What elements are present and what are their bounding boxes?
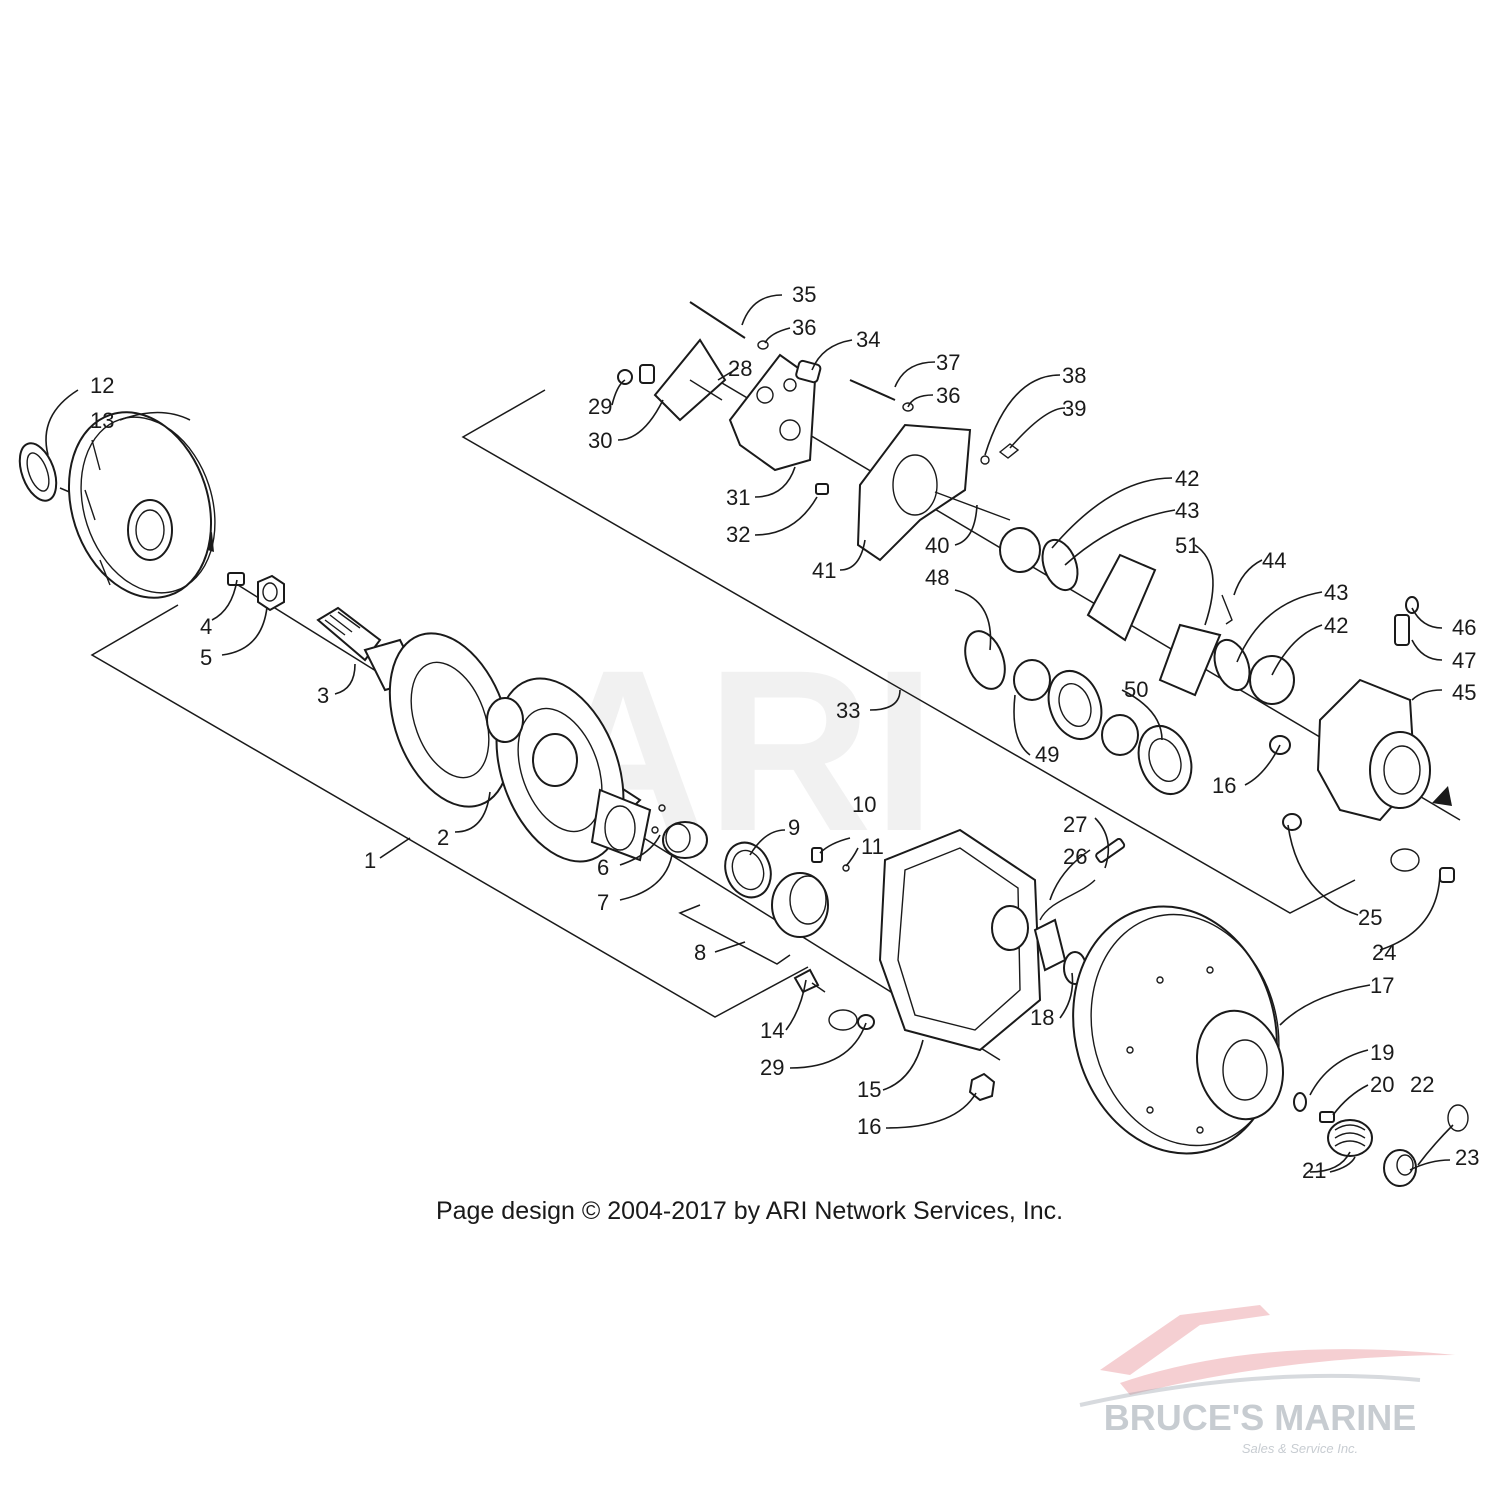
callout-48: 48 <box>925 565 949 590</box>
callout-33: 33 <box>836 698 860 723</box>
callout-5: 5 <box>200 645 212 670</box>
callout-51: 51 <box>1175 533 1199 558</box>
callout-23: 23 <box>1455 1145 1479 1170</box>
caliper-bracket-parts-28-37 <box>617 301 914 495</box>
callout-35: 35 <box>792 282 816 307</box>
callout-36-lower: 36 <box>936 383 960 408</box>
callout-19: 19 <box>1370 1040 1394 1065</box>
callout-27: 27 <box>1063 812 1087 837</box>
bearing-housing-part-45 <box>1269 596 1455 883</box>
callout-1: 1 <box>364 848 376 873</box>
callout-9: 9 <box>788 815 800 840</box>
callout-16-lower: 16 <box>857 1114 881 1139</box>
callout-30: 30 <box>588 428 612 453</box>
callout-7: 7 <box>597 890 609 915</box>
callout-42-upper: 42 <box>1175 466 1199 491</box>
callout-44: 44 <box>1262 548 1286 573</box>
lock-ring-part-12 <box>18 442 58 502</box>
callout-39: 39 <box>1062 396 1086 421</box>
callout-41: 41 <box>812 558 836 583</box>
callout-2: 2 <box>437 825 449 850</box>
callout-16-upper: 16 <box>1212 773 1236 798</box>
bolt-and-nut-parts-4-5 <box>227 572 285 612</box>
driven-pulley-part-13 <box>67 411 216 599</box>
callout-22: 22 <box>1410 1072 1434 1097</box>
callout-43-lower: 43 <box>1324 580 1348 605</box>
callout-leaders <box>45 294 1454 1173</box>
brake-caliper-part-41 <box>856 423 1020 562</box>
drive-sprockets-part-2 <box>388 632 652 863</box>
balls-and-bearing-parts-6-7 <box>651 804 708 859</box>
callout-labels: 12 13 4 5 3 2 1 6 7 8 9 10 11 14 29 15 1… <box>90 282 1479 1183</box>
callout-13: 13 <box>90 408 114 433</box>
callout-45: 45 <box>1452 680 1476 705</box>
callout-37: 37 <box>936 350 960 375</box>
callout-6: 6 <box>597 855 609 880</box>
callout-38: 38 <box>1062 363 1086 388</box>
callout-31: 31 <box>726 485 750 510</box>
callout-11: 11 <box>861 834 884 859</box>
callout-12: 12 <box>90 373 114 398</box>
brake-disc-part-17 <box>1072 905 1284 1155</box>
callout-20: 20 <box>1370 1072 1394 1097</box>
callout-34: 34 <box>856 327 880 352</box>
callout-43-upper: 43 <box>1175 498 1199 523</box>
callout-15: 15 <box>857 1077 881 1102</box>
callout-32: 32 <box>726 522 750 547</box>
fasteners-parts-14-16-18-29 <box>793 951 1087 1102</box>
speed-sensor-parts-26-27 <box>1039 837 1126 921</box>
callout-42-lower: 42 <box>1324 613 1348 638</box>
callout-47: 47 <box>1452 648 1476 673</box>
callout-25: 25 <box>1358 905 1382 930</box>
callout-49: 49 <box>1035 742 1059 767</box>
brand-tagline: Sales & Service Inc. <box>1242 1441 1358 1456</box>
callout-3: 3 <box>317 683 329 708</box>
callout-36-upper: 36 <box>792 315 816 340</box>
callout-26: 26 <box>1063 844 1087 869</box>
callout-18: 18 <box>1030 1005 1054 1030</box>
callout-28: 28 <box>728 356 752 381</box>
callout-24: 24 <box>1372 940 1396 965</box>
arrow-marker-right <box>1432 786 1452 806</box>
copyright-notice: Page design © 2004-2017 by ARI Network S… <box>435 1197 1064 1225</box>
callout-29-lower: 29 <box>760 1055 784 1080</box>
callout-17: 17 <box>1370 973 1394 998</box>
callout-14: 14 <box>760 1018 784 1043</box>
callout-46: 46 <box>1452 615 1476 640</box>
brake-pads-seals-parts-42-51 <box>964 527 1295 795</box>
spring-cap-parts-19-23 <box>1293 1092 1469 1187</box>
callout-8: 8 <box>694 940 706 965</box>
callout-10: 10 <box>852 792 876 817</box>
callout-29-upper: 29 <box>588 394 612 419</box>
callout-21: 21 <box>1302 1158 1326 1183</box>
brand-logo: BRUCE'S MARINE Sales & Service Inc. <box>1079 1305 1455 1456</box>
callout-4: 4 <box>200 614 212 639</box>
brand-name: BRUCE'S MARINE <box>1104 1397 1417 1438</box>
callout-40: 40 <box>925 533 949 558</box>
seal-and-bearing-parts-8-11 <box>724 841 850 938</box>
chaincase-part-15 <box>878 828 1067 1052</box>
callout-50: 50 <box>1124 677 1148 702</box>
